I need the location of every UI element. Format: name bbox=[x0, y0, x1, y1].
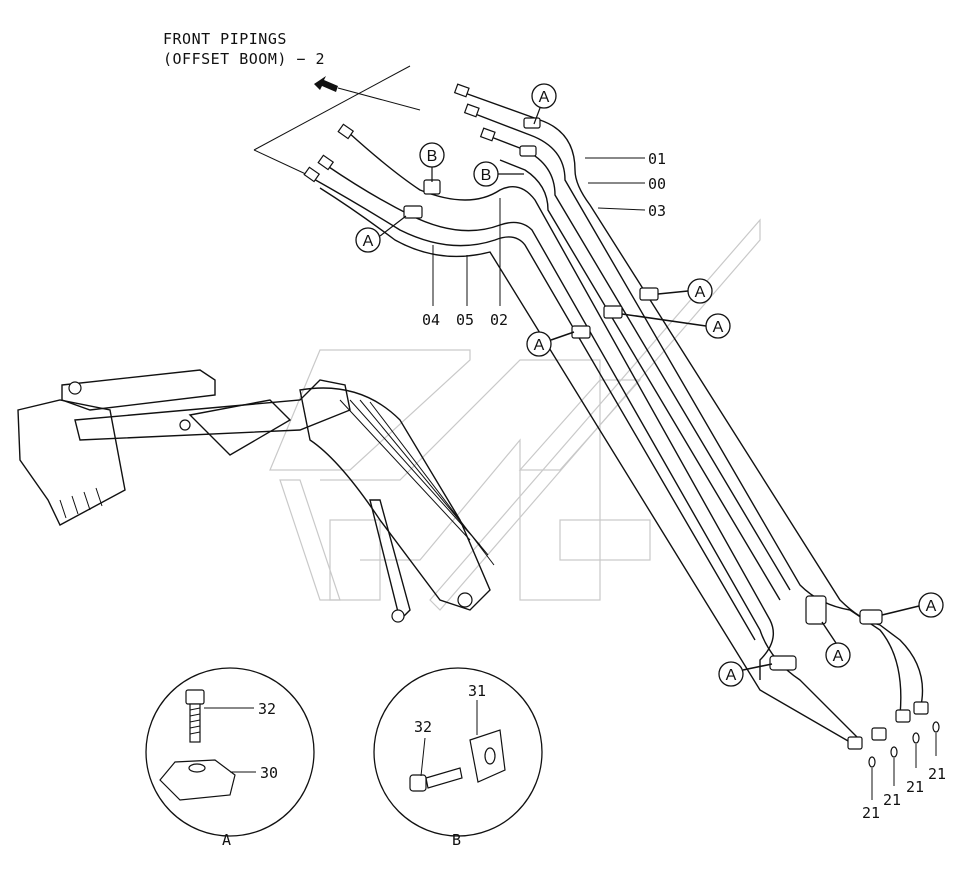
detail-b-caption: B bbox=[452, 831, 461, 849]
diagram-title-line1: FRONT PIPINGS bbox=[163, 30, 287, 48]
bracket-line-lower bbox=[253, 149, 311, 177]
watermark-logo bbox=[269, 218, 761, 611]
detail-b-leader-32 bbox=[420, 737, 426, 777]
svg-text:A: A bbox=[534, 337, 545, 354]
detail-a-caption: A bbox=[222, 831, 231, 849]
callout-b-right[interactable]: B bbox=[473, 161, 524, 187]
excavator-boom-sketch bbox=[17, 369, 495, 623]
detail-b: 31 32 B bbox=[373, 667, 543, 849]
svg-text:A: A bbox=[539, 89, 550, 106]
leader-03 bbox=[597, 207, 646, 211]
leader-line bbox=[337, 87, 421, 111]
pipe-label-03: 03 bbox=[648, 202, 666, 220]
diagram-title-line2: (OFFSET BOOM) − 2 bbox=[163, 50, 325, 68]
pipe-label-02: 02 bbox=[490, 311, 508, 329]
detail-a-clamp bbox=[159, 759, 236, 801]
detail-a: 32 30 A bbox=[145, 667, 315, 849]
svg-text:B: B bbox=[427, 148, 438, 165]
pipe-label-01: 01 bbox=[648, 150, 666, 168]
callout-a-left[interactable]: A bbox=[355, 215, 407, 253]
fitting-label-21-1: 21 bbox=[862, 804, 880, 822]
callout-b-left[interactable]: B bbox=[419, 142, 445, 182]
fitting-label-21-4: 21 bbox=[928, 765, 946, 783]
pipe-label-05: 05 bbox=[456, 311, 474, 329]
callout-a-mid-right-1[interactable]: A bbox=[657, 278, 713, 304]
svg-text:A: A bbox=[713, 319, 724, 336]
callout-a-top[interactable]: A bbox=[531, 83, 557, 125]
detail-a-label-32: 32 bbox=[258, 700, 276, 718]
callout-a-lower-right-2[interactable]: A bbox=[821, 621, 851, 668]
pipe-label-00: 00 bbox=[648, 175, 666, 193]
callout-a-mid-right-2[interactable]: A bbox=[621, 313, 731, 339]
detail-b-bolt-shank bbox=[425, 767, 463, 789]
detail-a-label-30: 30 bbox=[260, 764, 278, 782]
svg-text:A: A bbox=[363, 233, 374, 250]
detail-a-bolt-head bbox=[185, 689, 205, 705]
detail-b-label-31: 31 bbox=[468, 682, 486, 700]
detail-b-bolt-head bbox=[409, 774, 427, 792]
svg-text:A: A bbox=[695, 284, 706, 301]
detail-a-bolt-shank bbox=[189, 703, 201, 743]
detail-b-circle bbox=[373, 667, 543, 837]
svg-text:A: A bbox=[726, 667, 737, 684]
direction-arrow-icon bbox=[314, 76, 338, 92]
callout-a-lower-left[interactable]: A bbox=[718, 661, 773, 687]
upper-pipe-group bbox=[461, 91, 924, 716]
fitting-label-21-3: 21 bbox=[906, 778, 924, 796]
callout-a-mid-left[interactable]: A bbox=[526, 331, 575, 357]
pipe-end-fittings bbox=[303, 83, 496, 183]
callout-a-lower-right-1[interactable]: A bbox=[881, 592, 944, 618]
detail-a-circle bbox=[145, 667, 315, 837]
svg-text:A: A bbox=[926, 598, 937, 615]
left-pipe-group bbox=[311, 131, 861, 746]
bracket-line-upper bbox=[253, 65, 411, 151]
pipe-clamps bbox=[403, 117, 883, 671]
svg-text:A: A bbox=[833, 648, 844, 665]
svg-text:B: B bbox=[481, 167, 492, 184]
fitting-label-21-2: 21 bbox=[883, 791, 901, 809]
pipe-label-04: 04 bbox=[422, 311, 440, 329]
lower-fittings bbox=[847, 701, 940, 768]
detail-b-label-32: 32 bbox=[414, 718, 432, 736]
